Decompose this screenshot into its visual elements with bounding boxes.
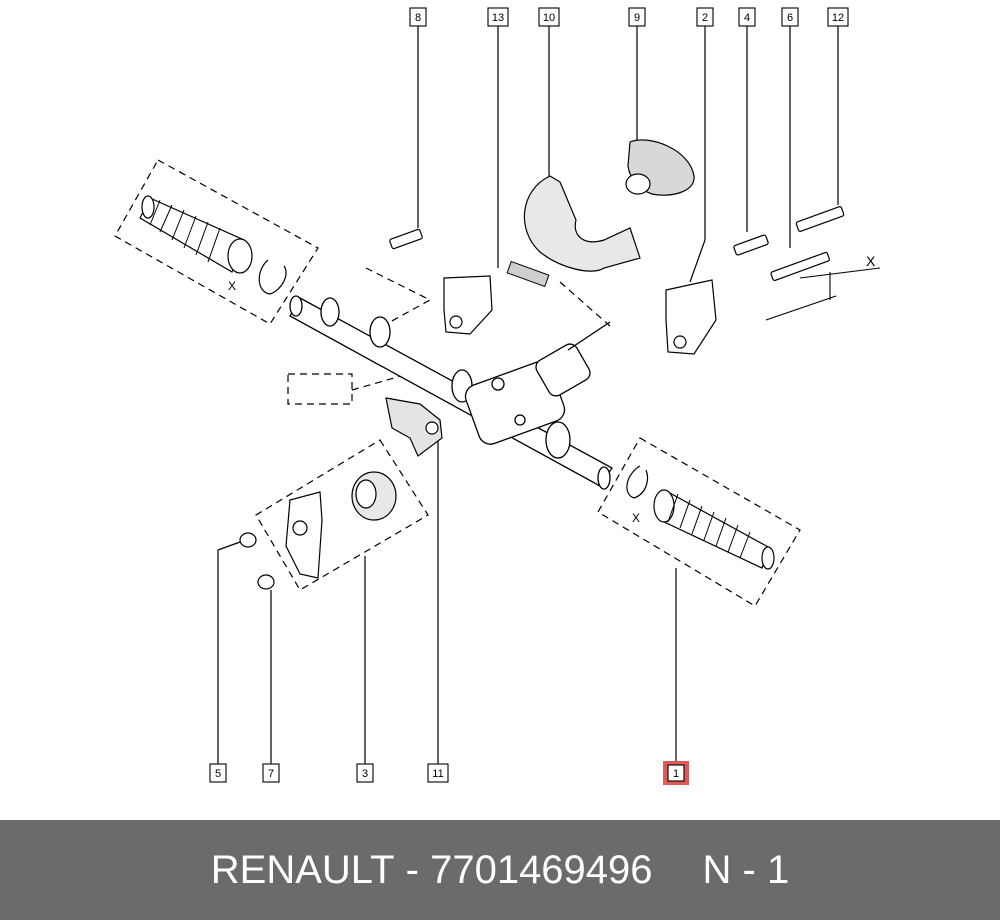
x-mark-top: X bbox=[866, 253, 876, 269]
callout-6-label: 6 bbox=[787, 12, 793, 24]
callout-8-label: 8 bbox=[415, 12, 421, 24]
callout-7-label: 7 bbox=[268, 768, 274, 780]
callout-4-label: 4 bbox=[744, 12, 750, 24]
callout-9: 9 bbox=[628, 7, 646, 27]
part-number: 7701469496 bbox=[430, 847, 653, 892]
port-2 bbox=[514, 414, 526, 426]
leader-2b bbox=[689, 239, 706, 283]
nut-7 bbox=[257, 574, 275, 590]
callout-1-label: 1 bbox=[673, 768, 679, 780]
valve-body bbox=[535, 343, 591, 397]
rack-end-left bbox=[289, 295, 303, 317]
rubber-bush bbox=[351, 471, 397, 521]
exploded-parts-diagram: X X X bbox=[114, 7, 881, 785]
callout-1: 1 bbox=[663, 761, 689, 785]
clamp-right bbox=[665, 279, 717, 355]
bush-clamp bbox=[285, 491, 323, 579]
rack-end-right bbox=[597, 466, 611, 490]
x-mark-right: X bbox=[632, 511, 640, 525]
clamp-right-hole bbox=[673, 335, 687, 349]
callout-5-label: 5 bbox=[215, 768, 221, 780]
callout-12-label: 12 bbox=[832, 12, 844, 24]
position-ref: N - 1 bbox=[702, 847, 790, 892]
ref-box-leader bbox=[351, 373, 409, 391]
part-footer: RENAULT - 7701469496 N - 1 bbox=[0, 820, 1000, 920]
dashed-ref-box bbox=[287, 373, 353, 405]
dust-cap bbox=[625, 139, 695, 196]
bolt-6 bbox=[770, 251, 830, 281]
callout-3: 3 bbox=[356, 763, 374, 783]
footer-separator: - bbox=[405, 847, 419, 892]
pad-13 bbox=[506, 260, 550, 288]
rack-ring-2 bbox=[369, 316, 391, 348]
callout-3-label: 3 bbox=[362, 768, 368, 780]
callout-5: 5 bbox=[209, 763, 227, 783]
callout-12: 12 bbox=[827, 7, 849, 27]
callout-13-label: 13 bbox=[492, 12, 504, 24]
callout-11: 11 bbox=[427, 763, 449, 783]
mount-bracket bbox=[385, 397, 443, 457]
callout-4: 4 bbox=[738, 7, 756, 27]
steering-rack bbox=[289, 295, 613, 490]
callout-13: 13 bbox=[487, 7, 509, 27]
bolt-4 bbox=[733, 234, 769, 256]
callout-9-label: 9 bbox=[634, 12, 640, 24]
callout-2: 2 bbox=[696, 7, 714, 27]
clamp-ref-lines bbox=[365, 267, 432, 323]
bolt-8 bbox=[389, 228, 423, 250]
callout-2-label: 2 bbox=[702, 12, 708, 24]
nut-5 bbox=[239, 532, 257, 548]
callout-7: 7 bbox=[262, 763, 280, 783]
callout-10-label: 10 bbox=[543, 12, 555, 24]
x-mark-left: X bbox=[228, 279, 236, 293]
dimension-x bbox=[765, 267, 881, 321]
left-boot-group-outline bbox=[114, 159, 319, 325]
rack-ring-4 bbox=[545, 421, 571, 459]
bolt-12 bbox=[795, 206, 845, 232]
right-bellows-boot bbox=[626, 465, 775, 570]
heat-shield bbox=[523, 175, 641, 272]
brand-name: RENAULT bbox=[210, 847, 395, 892]
pinion-shaft bbox=[567, 321, 611, 351]
right-boot-group-outline bbox=[597, 437, 801, 607]
clamp-left-hole bbox=[449, 315, 463, 329]
rack-ring-1 bbox=[320, 297, 340, 327]
callout-10: 10 bbox=[538, 7, 560, 27]
port-1 bbox=[491, 377, 505, 391]
callout-11-label: 11 bbox=[432, 768, 443, 780]
leader-5b bbox=[217, 541, 241, 551]
callout-6: 6 bbox=[781, 7, 799, 27]
left-bellows-boot bbox=[139, 195, 287, 295]
callout-8: 8 bbox=[409, 7, 427, 27]
heatshield-ref-line bbox=[559, 281, 611, 327]
bush-group-outline bbox=[255, 439, 429, 591]
